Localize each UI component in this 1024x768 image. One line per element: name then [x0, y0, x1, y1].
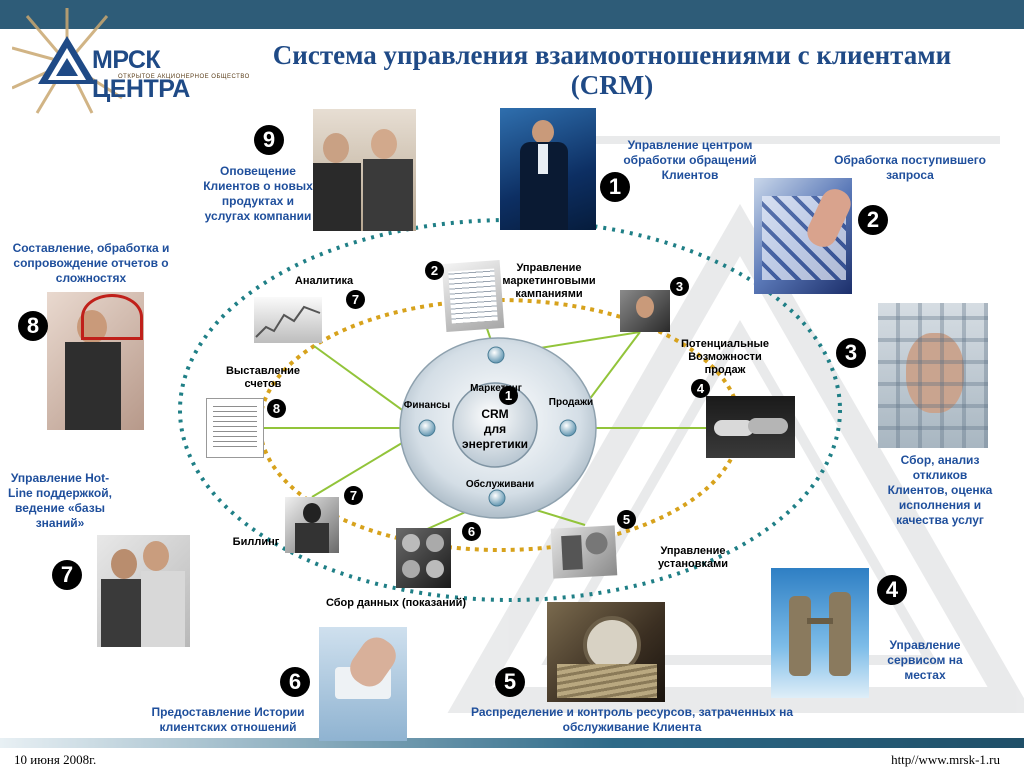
outer-label-7: Управление Hot-Line поддержкой, ведение …	[8, 471, 112, 530]
hub-marketing-label: Маркетинг	[470, 383, 522, 394]
outer-label-2: Обработка поступившего запроса	[834, 153, 986, 182]
outer-badge-6: 6	[280, 667, 310, 697]
company-logo[interactable]: МРСК ЦЕНТРА ОТКРЫТОЕ АКЦИОНЕРНОЕ ОБЩЕСТВ…	[12, 8, 262, 116]
inner-label-billing: Биллинг	[232, 536, 280, 548]
inner-badge-7-billing: 7	[344, 486, 363, 505]
hub-finance-label: Финансы	[403, 400, 451, 411]
photo-marketing-screen	[441, 260, 505, 332]
hub-label-for: для	[483, 422, 507, 436]
inner-label-marketing-campaigns: Управление маркетинговыми кампаниями	[502, 262, 596, 300]
photo-invoice	[206, 398, 264, 458]
outer-badge-7: 7	[52, 560, 82, 590]
photo-robots-handshake	[771, 568, 869, 698]
node-finance	[418, 419, 436, 437]
photo-sales-man	[620, 290, 670, 332]
photo-installation	[550, 525, 618, 579]
inner-label-installations: Управление установками	[657, 545, 729, 570]
photo-meters	[396, 528, 451, 588]
inner-badge-7-analytics: 7	[346, 290, 365, 309]
photo-puzzle-face	[878, 303, 988, 448]
inner-badge-6: 6	[462, 522, 481, 541]
hub-sales-label: Продажи	[548, 397, 594, 408]
photo-puzzle-hand	[319, 627, 407, 741]
footer-url[interactable]: http//www.mrsk-1.ru	[891, 752, 1000, 767]
logo-subtitle: ОТКРЫТОЕ АКЦИОНЕРНОЕ ОБЩЕСТВО	[118, 74, 250, 80]
outer-label-3: Сбор, анализ откликов Клиентов, оценка и…	[887, 453, 993, 527]
outer-badge-8: 8	[18, 311, 48, 341]
node-sales	[559, 419, 577, 437]
outer-orbit	[178, 218, 842, 602]
hub-label-crm: CRM	[481, 407, 509, 421]
photo-handshake	[706, 396, 795, 458]
logo-sun-icon	[12, 8, 123, 114]
outer-label-8: Составление, обработка и сопровождение о…	[12, 241, 170, 285]
outer-badge-5: 5	[495, 667, 525, 697]
chart-line-icon	[255, 305, 321, 338]
page-title: Система управления взаимоотношениями с к…	[272, 40, 952, 100]
photo-keyboard	[754, 178, 852, 294]
photo-clock-money	[547, 602, 665, 702]
inner-badge-2: 2	[425, 261, 444, 280]
photo-analytics-chart	[254, 297, 322, 343]
top-bar	[0, 0, 1024, 29]
inner-badge-5: 5	[617, 510, 636, 529]
outer-badge-3: 3	[836, 338, 866, 368]
photo-business-meeting	[313, 109, 416, 231]
inner-badge-8: 8	[267, 399, 286, 418]
outer-label-5: Распределение и контроль ресурсов, затра…	[470, 705, 793, 734]
hub-badge: 1	[499, 386, 518, 405]
outer-label-1: Управление центром обработки обращений К…	[623, 138, 757, 182]
outer-label-4: Управление сервисом на местах	[887, 638, 963, 682]
bottom-bar	[0, 738, 1024, 748]
node-service	[488, 489, 506, 507]
photo-call-center-manager	[500, 108, 596, 230]
photo-complex-reports	[47, 292, 144, 430]
inner-badge-3: 3	[670, 277, 689, 296]
outer-label-6: Предоставление Истории клиентских отноше…	[151, 705, 305, 734]
inner-badge-4: 4	[691, 379, 710, 398]
hub-label-energy: энергетики	[461, 437, 529, 451]
photo-billing	[285, 497, 339, 553]
outer-badge-1: 1	[600, 172, 630, 202]
hub-core	[452, 382, 538, 468]
inner-label-sales-opportunities: Потенциальные Возможности продаж	[680, 338, 770, 376]
inner-label-analytics: Аналитика	[294, 275, 354, 287]
photo-hotline-support	[97, 535, 190, 647]
background-triangle	[447, 136, 1024, 713]
outer-badge-4: 4	[877, 575, 907, 605]
outer-label-9: Оповещение Клиентов о новых продуктах и …	[203, 164, 313, 223]
node-marketing	[487, 346, 505, 364]
inner-label-data-collection: Сбор данных (показаний)	[325, 597, 467, 609]
inner-label-invoicing: Выставление счетов	[225, 365, 301, 390]
hub-service-label: Обслуживани	[465, 479, 535, 490]
logo-text: МРСК ЦЕНТРА	[92, 46, 190, 103]
footer-date: 10 июня 2008г.	[14, 752, 97, 767]
outer-badge-2: 2	[858, 205, 888, 235]
outer-badge-9: 9	[254, 125, 284, 155]
